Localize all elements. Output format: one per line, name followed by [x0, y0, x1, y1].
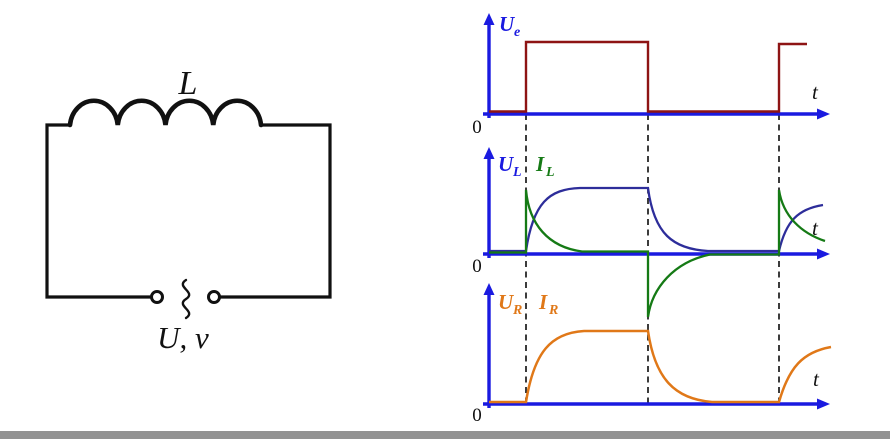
- ue-t-axis-label: t: [812, 80, 819, 104]
- ue-y-axis-arrow: [483, 13, 495, 25]
- ue-label-subscript: e: [514, 25, 520, 40]
- bottom-bar: [0, 431, 890, 439]
- ul-il-origin-label: 0: [472, 256, 482, 277]
- dashed-guides: [525, 114, 780, 403]
- plot-ul-il: U L I L t 0: [472, 147, 830, 318]
- ur-ir-t-axis-label: t: [813, 367, 820, 391]
- ul-label-subscript: L: [512, 165, 522, 180]
- ul-label: U: [498, 152, 515, 176]
- ue-origin-label: 0: [472, 117, 482, 138]
- ul-il-t-axis-label: t: [812, 216, 819, 240]
- ir-label-subscript: R: [548, 303, 558, 318]
- il-curve: [489, 189, 826, 318]
- ur-ir-x-axis-arrow: [817, 398, 830, 410]
- il-label: I: [535, 152, 545, 176]
- ue-label: U: [499, 12, 516, 36]
- ur-label: U: [498, 290, 515, 314]
- switch-squiggle-symbol: [181, 278, 191, 320]
- ur-ir-curve: [489, 329, 832, 404]
- ur-ir-y-axis-arrow: [483, 283, 495, 295]
- switch-terminal-right: [207, 290, 221, 304]
- ur-label-subscript: R: [512, 303, 522, 318]
- ul-il-y-axis-arrow: [483, 147, 495, 159]
- ur-ir-origin-label: 0: [472, 405, 482, 426]
- circuit-wires: [45, 123, 332, 299]
- switch-terminal-left: [150, 290, 164, 304]
- ir-label: I: [538, 290, 548, 314]
- ue-x-axis-arrow: [817, 108, 830, 120]
- ue-square-wave: [489, 40, 807, 113]
- plot-ur-ir: U R I R t 0: [472, 283, 832, 426]
- ul-curve: [489, 186, 824, 253]
- inductor-label: L: [178, 65, 198, 102]
- circuit-diagram: L U, v: [45, 65, 332, 355]
- ul-il-x-axis-arrow: [817, 248, 830, 260]
- plot-ue: U e t 0: [472, 12, 830, 138]
- il-label-subscript: L: [545, 165, 555, 180]
- inductor-coil: [67, 98, 264, 128]
- source-label: U, v: [157, 320, 209, 355]
